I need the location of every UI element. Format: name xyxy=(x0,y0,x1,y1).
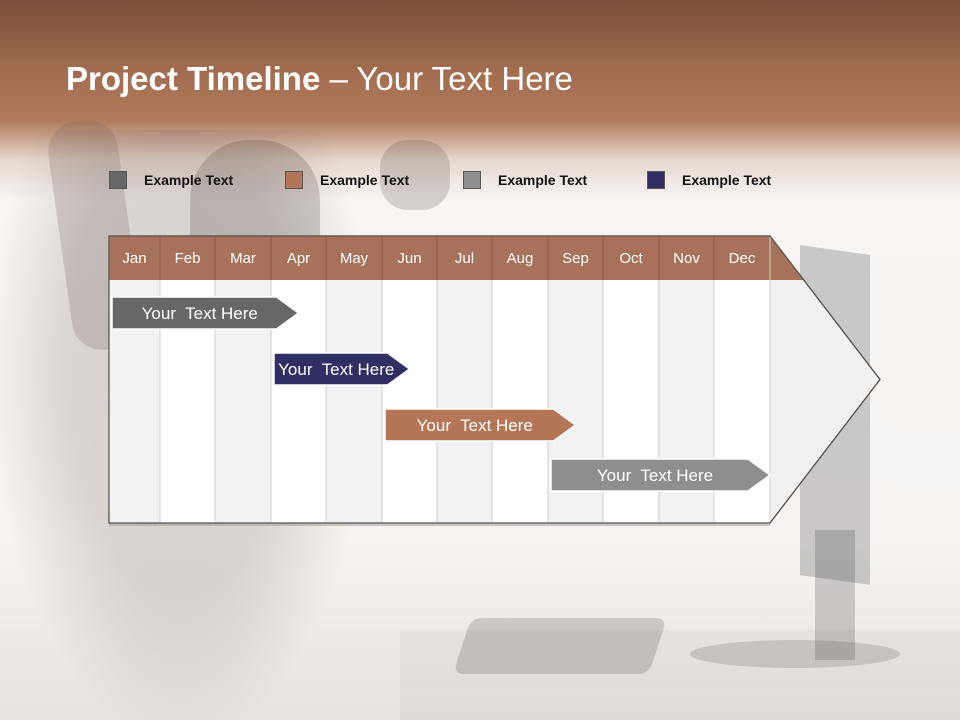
legend-item-1: Example Text xyxy=(109,170,233,190)
month-column-jun xyxy=(382,280,437,523)
month-label-jun: Jun xyxy=(397,250,421,267)
task-label-3: Your Text Here xyxy=(417,416,533,435)
legend-label-3: Example Text xyxy=(498,172,588,188)
page-title: Project Timeline – Your Text Here xyxy=(66,60,573,98)
month-label-sep: Sep xyxy=(562,250,589,267)
background-fist-silhouette xyxy=(380,140,450,210)
month-header-strip xyxy=(109,236,804,280)
legend-item-4: Example Text xyxy=(647,170,771,190)
task-label-4: Your Text Here xyxy=(597,466,713,485)
month-label-dec: Dec xyxy=(729,250,756,267)
title-bold: Project Timeline xyxy=(66,60,321,97)
month-label-oct: Oct xyxy=(619,250,643,267)
task-label-1: Your Text Here xyxy=(142,304,258,323)
month-label-jul: Jul xyxy=(455,250,474,267)
month-column-may xyxy=(326,280,382,523)
legend-item-2: Example Text xyxy=(285,170,409,190)
timeline-outline xyxy=(108,235,881,524)
month-label-jan: Jan xyxy=(122,250,146,267)
legend-item-3: Example Text xyxy=(463,170,587,190)
task-arrow-4 xyxy=(550,458,772,492)
month-column-jul xyxy=(437,280,492,523)
legend-swatch-1 xyxy=(109,171,127,189)
background-desk xyxy=(400,630,960,720)
background-monitor-base xyxy=(690,640,900,668)
legend-swatch-3 xyxy=(463,171,481,189)
task-arrow-1 xyxy=(111,296,300,330)
month-label-aug: Aug xyxy=(507,250,534,267)
month-label-apr: Apr xyxy=(287,250,310,267)
task-arrow-3 xyxy=(384,408,577,442)
month-label-may: May xyxy=(340,250,369,267)
month-label-mar: Mar xyxy=(230,250,256,267)
month-label-feb: Feb xyxy=(175,250,201,267)
legend-swatch-4 xyxy=(647,171,665,189)
legend-label-2: Example Text xyxy=(320,172,410,188)
task-arrow-2 xyxy=(273,352,411,386)
legend-swatch-2 xyxy=(285,171,303,189)
background-monitor-stand xyxy=(815,530,855,660)
legend-label-4: Example Text xyxy=(682,172,772,188)
legend-label-1: Example Text xyxy=(144,172,234,188)
month-label-nov: Nov xyxy=(673,250,700,267)
title-rest: – Your Text Here xyxy=(320,60,573,97)
month-column-aug xyxy=(492,280,548,523)
task-label-2: Your Text Here xyxy=(278,360,394,379)
